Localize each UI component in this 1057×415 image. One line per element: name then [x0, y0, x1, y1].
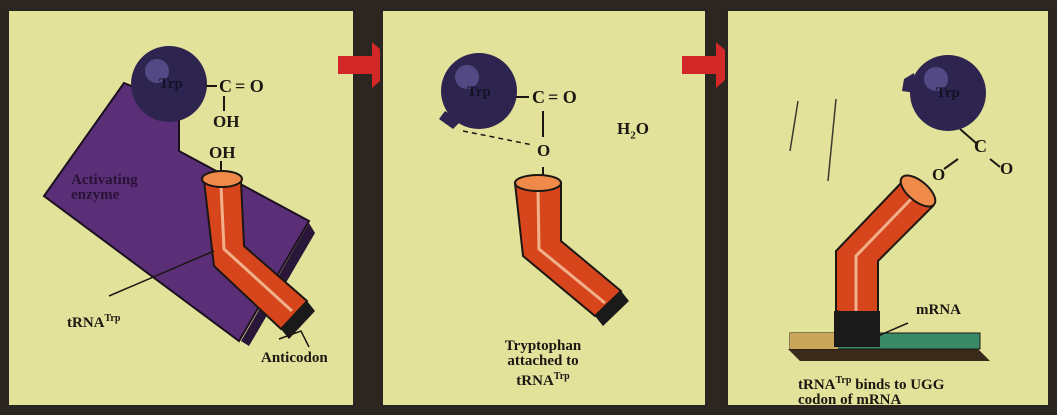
caption-trna-sup: Trp	[554, 371, 570, 382]
caption-line1: Tryptophan	[493, 339, 593, 354]
panel2-trna-tube	[515, 183, 621, 316]
panel3-carbonyl-oxygen: O	[1000, 161, 1013, 176]
panel3-caption: tRNATrp binds to UGG codon of mRNA	[798, 373, 944, 408]
panel3-trp-label: Trp	[936, 86, 960, 101]
panel3-anticodon-end	[834, 311, 880, 347]
panel2-carbon: C	[532, 90, 545, 105]
panel1-trna-name: tRNA	[67, 315, 105, 331]
panel1-trna-oh: OH	[209, 145, 235, 160]
panel3-caption-line1: tRNATrp binds to UGG	[798, 373, 944, 393]
caption-line2: attached to	[493, 354, 593, 369]
mrna-strand-base	[788, 349, 990, 361]
water-o: O	[636, 119, 649, 138]
panel-attachment: Trp C = O O H2O Tryptophan attached to t…	[380, 8, 708, 408]
panel2-bond-oxygen: O	[537, 143, 550, 158]
panel3-carbon: C	[974, 139, 987, 154]
panel2-carbonyl: = O	[548, 90, 577, 105]
panel3-bond-oxygen: O	[932, 167, 945, 182]
panel1-drawing	[9, 11, 353, 405]
panel3-caption-line2: codon of mRNA	[798, 393, 944, 408]
panel2-caption: Tryptophan attached to tRNATrp	[493, 339, 593, 389]
water-h: H	[617, 119, 630, 138]
trna-top-opening	[202, 171, 242, 187]
anticodon-label: Anticodon	[261, 351, 328, 366]
panel3-caption-trna: tRNA	[798, 377, 836, 393]
panel-activation: Trp C = O OH OH Activating enzyme tRNATr…	[6, 8, 356, 408]
panel3-caption-sup: Trp	[836, 375, 852, 386]
panel3-drawing	[728, 11, 1048, 405]
caption-trna-name: tRNA	[516, 373, 554, 389]
panel1-trna-label: tRNATrp	[67, 311, 120, 331]
mrna-label: mRNA	[916, 303, 961, 318]
panel2-trp-label: Trp	[467, 85, 491, 100]
panel1-trna-sup: Trp	[105, 313, 121, 324]
panel-codon-binding: Trp C O O mRNA tRNATrp binds to UGG codo…	[725, 8, 1051, 408]
water-label: H2O	[617, 121, 649, 143]
caption-trna: tRNATrp	[493, 369, 593, 389]
panel2-trna-top	[515, 175, 561, 191]
panel1-trp-label: Trp	[159, 77, 183, 92]
enzyme-label: Activating enzyme	[71, 173, 151, 203]
panel3-caption-rest: binds to UGG	[851, 377, 944, 393]
panel1-hydroxyl: OH	[213, 114, 239, 129]
panel1-carbonyl: = O	[235, 79, 264, 94]
panel1-carbon: C	[219, 79, 232, 94]
